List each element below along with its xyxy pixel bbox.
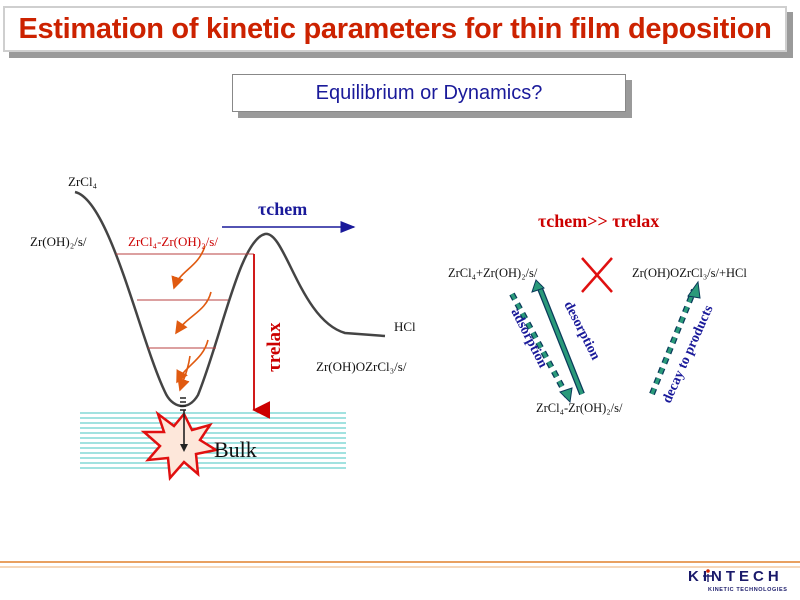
well-bottom-marker — [180, 397, 186, 411]
title-box: Estimation of kinetic parameters for thi… — [3, 6, 787, 52]
slide-title: Estimation of kinetic parameters for thi… — [18, 12, 772, 45]
label-reactants-right: ZrCl₄+Zr(OH)₂/s/ — [448, 266, 538, 280]
logo-main-text: KINTECH — [688, 568, 783, 585]
label-adsorption: adsorption — [507, 306, 550, 371]
label-bulk: Bulk — [214, 437, 257, 462]
label-hcl: HCl — [394, 319, 416, 334]
bulk-arrow-head — [180, 444, 188, 452]
label-product: Zr(OH)OZrCl₃/s/ — [316, 359, 407, 374]
label-tau-chem: τchem — [258, 199, 307, 219]
logo-sub-text: KINETIC TECHNOLOGIES — [708, 587, 788, 593]
explosion-star-icon — [140, 410, 220, 481]
desorption-arrow — [531, 279, 585, 396]
energy-curve — [74, 190, 386, 408]
slide-subtitle: Equilibrium or Dynamics? — [315, 81, 543, 104]
label-zroh2: Zr(OH)₂/s/ — [30, 234, 87, 249]
label-relation: τchem>> τrelax — [538, 211, 659, 231]
blocked-cross-icon — [581, 257, 613, 293]
label-complex-left: ZrCl₄-Zr(OH)₂/s/ — [128, 234, 218, 249]
adsorption-arrow — [509, 292, 573, 404]
bulk-region — [80, 412, 346, 469]
decay-arrow — [649, 280, 701, 396]
label-products-right: Zr(OH)OZrCl₃/s/+HCl — [632, 266, 747, 280]
label-decay: decay to products — [660, 303, 717, 406]
relaxation-arrows — [171, 245, 212, 392]
subtitle-box: Equilibrium or Dynamics? — [232, 74, 626, 112]
kintech-logo: KINTECH KINETIC TECHNOLOGIES — [688, 566, 798, 596]
label-complex-right: ZrCl₄-Zr(OH)₂/s/ — [536, 401, 623, 415]
label-tau-relax: τrelax — [264, 322, 285, 372]
logo-figure-icon — [703, 569, 713, 582]
label-zrcl4: ZrCl₄ — [68, 174, 98, 189]
